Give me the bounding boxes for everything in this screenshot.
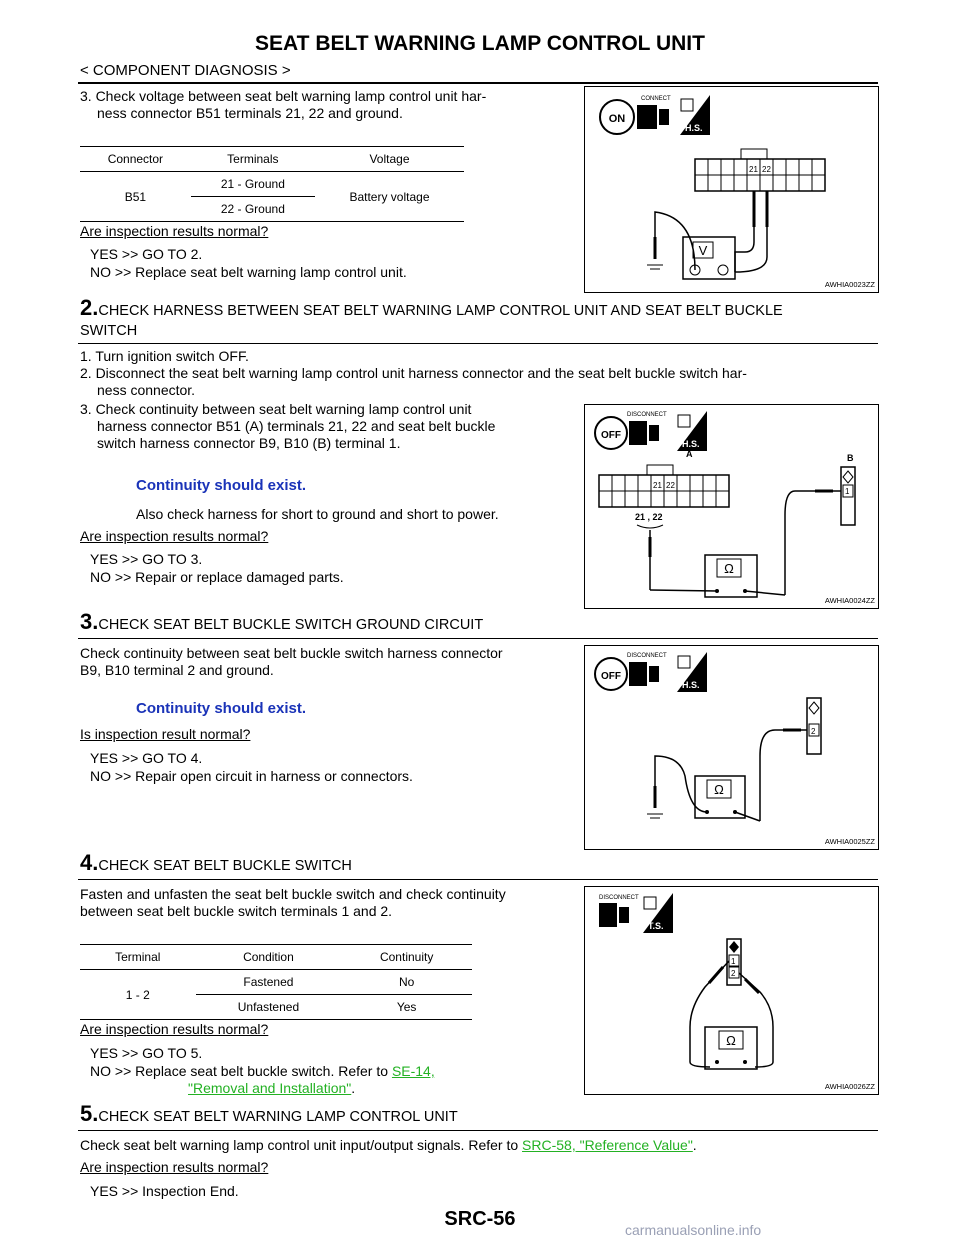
step2-yes: YES >> GO TO 3. (90, 551, 203, 567)
step3-heading: 3.CHECK SEAT BELT BUCKLE SWITCH GROUND C… (80, 609, 484, 634)
step2-also: Also check harness for short to ground a… (136, 506, 499, 522)
step5-text: Check seat belt warning lamp control uni… (80, 1137, 697, 1153)
step2-no: NO >> Repair or replace damaged parts. (90, 569, 344, 585)
svg-text:Ω: Ω (724, 561, 734, 576)
step3-yes: YES >> GO TO 4. (90, 750, 203, 766)
step3-rule (78, 638, 878, 639)
figure-harness-continuity: OFF DISCONNECT H.S. A 21 22 21 , 22 B 1 (584, 404, 879, 609)
step5-rule (78, 1130, 878, 1131)
buckle-diagram: DISCONNECT T.S. 1 2 Ω (599, 893, 774, 1070)
cell-terminal: 1 - 2 (80, 969, 196, 1020)
step4-rule (78, 879, 878, 880)
step4-question: Are inspection results normal? (80, 1021, 269, 1037)
svg-text:21: 21 (653, 481, 662, 490)
step2-heading: 2.CHECK HARNESS BETWEEN SEAT BELT WARNIN… (80, 295, 783, 340)
svg-text:Ω: Ω (726, 1033, 736, 1048)
svg-text:2: 2 (731, 969, 736, 978)
step4-text: Fasten and unfasten the seat belt buckle… (80, 886, 506, 919)
col-connector: Connector (80, 146, 191, 172)
figure-buckle-switch: DISCONNECT T.S. 1 2 Ω AWHIA0026ZZ (584, 886, 879, 1095)
step1-no: NO >> Replace seat belt warning lamp con… (90, 264, 407, 280)
svg-text:2: 2 (811, 727, 816, 736)
svg-text:22: 22 (666, 481, 675, 490)
cell-condition: Fastened (195, 969, 342, 995)
continuity-table: Terminal Condition Continuity 1 - 2 Fast… (80, 944, 472, 1020)
col-terminals: Terminals (190, 146, 315, 172)
step2-item3: 3. Check continuity between seat belt wa… (80, 401, 496, 451)
svg-text:H.S.: H.S. (682, 680, 700, 690)
figure-code: AWHIA0025ZZ (824, 837, 875, 846)
step3-no: NO >> Repair open circuit in harness or … (90, 768, 413, 784)
step3-question: Is inspection result normal? (80, 726, 251, 742)
svg-text:A: A (686, 449, 693, 459)
step5-yes: YES >> Inspection End. (90, 1183, 239, 1199)
step1-question: Are inspection results normal? (80, 223, 269, 239)
step2-rule (78, 343, 878, 344)
link-removal-installation[interactable]: "Removal and Installation" (188, 1080, 352, 1096)
svg-text:DISCONNECT: DISCONNECT (599, 895, 639, 901)
ground-diagram: OFF DISCONNECT H.S. 2 Ω (594, 652, 822, 822)
figure-ground-circuit: OFF DISCONNECT H.S. 2 Ω AWHIA0025ZZ (584, 645, 879, 850)
svg-text:V: V (699, 243, 708, 258)
figure-code: AWHIA0023ZZ (824, 280, 875, 289)
harness-diagram: OFF DISCONNECT H.S. A 21 22 21 , 22 B 1 (594, 411, 856, 598)
svg-text:22: 22 (762, 165, 771, 174)
step4-heading: 4.CHECK SEAT BELT BUCKLE SWITCH (80, 850, 352, 875)
watermark: carmanualsonline.info (625, 1222, 762, 1238)
figure-code: AWHIA0026ZZ (824, 1082, 875, 1091)
svg-text:ON: ON (609, 113, 626, 125)
voltage-table: Connector Terminals Voltage B51 21 - Gro… (80, 146, 464, 222)
svg-text:Ω: Ω (714, 782, 724, 797)
figure-code: AWHIA0024ZZ (824, 596, 875, 605)
col-continuity: Continuity (341, 944, 472, 970)
step2-continuity-spec: Continuity should exist. (136, 477, 307, 494)
svg-text:21: 21 (749, 165, 758, 174)
svg-text:1: 1 (845, 487, 850, 496)
svg-text:H.S.: H.S. (682, 439, 700, 449)
cell-terminal: 21 - Ground (190, 171, 315, 197)
svg-text:CONNECT: CONNECT (641, 96, 671, 102)
page-number: SRC-56 (444, 1208, 516, 1230)
svg-text:21 , 22: 21 , 22 (635, 512, 663, 522)
cell-voltage: Battery voltage (314, 171, 464, 222)
header-rule (78, 82, 878, 84)
cell-condition: Unfastened (195, 994, 342, 1020)
col-voltage: Voltage (314, 146, 464, 172)
voltage-diagram: ON CONNECT H.S. 21 22 V (599, 95, 826, 280)
step2-question: Are inspection results normal? (80, 528, 269, 544)
svg-text:B: B (847, 453, 854, 463)
step3-continuity-spec: Continuity should exist. (136, 700, 307, 717)
link-reference-value[interactable]: SRC-58, "Reference Value" (522, 1137, 693, 1153)
link-se-14[interactable]: SE-14, (391, 1063, 435, 1079)
step2-items: 1. Turn ignition switch OFF. 2. Disconne… (80, 348, 747, 398)
col-condition: Condition (195, 944, 342, 970)
step1-yes: YES >> GO TO 2. (90, 246, 203, 262)
col-terminal: Terminal (80, 944, 196, 970)
svg-text:OFF: OFF (601, 671, 621, 682)
page-title: SEAT BELT WARNING LAMP CONTROL UNIT (255, 32, 705, 55)
svg-text:DISCONNECT: DISCONNECT (627, 412, 667, 418)
step5-question: Are inspection results normal? (80, 1159, 269, 1175)
cell-terminal: 22 - Ground (190, 196, 315, 222)
svg-text:T.S.: T.S. (648, 921, 664, 931)
svg-text:DISCONNECT: DISCONNECT (627, 653, 667, 659)
svg-text:1: 1 (731, 957, 736, 966)
cell-continuity: No (341, 969, 472, 995)
step3-text: Check continuity between seat belt buckl… (80, 645, 503, 678)
figure-voltage-check: ON CONNECT H.S. 21 22 V AWHIA0023ZZ (584, 86, 879, 293)
svg-text:H.S.: H.S. (685, 123, 703, 133)
step4-no: NO >> Replace seat belt buckle switch. R… (90, 1063, 435, 1096)
step4-yes: YES >> GO TO 5. (90, 1045, 203, 1061)
cell-connector: B51 (80, 171, 191, 222)
step5-heading: 5.CHECK SEAT BELT WARNING LAMP CONTROL U… (80, 1101, 458, 1126)
step1-item3: 3. Check voltage between seat belt warni… (80, 88, 487, 121)
svg-text:OFF: OFF (601, 430, 621, 441)
cell-continuity: Yes (341, 994, 472, 1020)
section-tag: < COMPONENT DIAGNOSIS > (80, 62, 291, 79)
